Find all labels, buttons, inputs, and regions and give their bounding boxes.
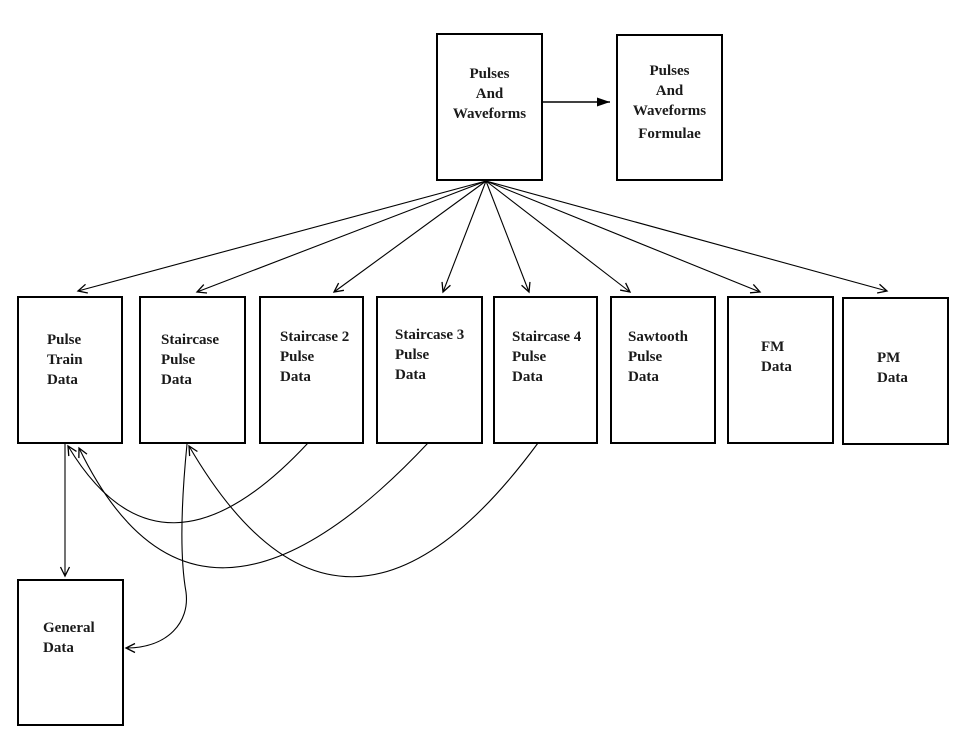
- node-staircase-3-pulse-data: Staircase 3 Pulse Data: [376, 296, 483, 444]
- node-label-line: General: [43, 620, 95, 636]
- fan-arrow-to-sawtooth: [485, 180, 632, 293]
- node-label-line: Train: [47, 352, 83, 368]
- node-label-line: Data: [761, 359, 792, 375]
- curve-staircase-to-general: [124, 443, 188, 654]
- node-label-line: Pulse: [512, 349, 547, 365]
- fan-arrow-to-pulse-train: [76, 180, 487, 294]
- node-label-line: Data: [512, 369, 543, 385]
- curve-staircase-4-to-staircase: [188, 442, 539, 578]
- node-staircase-4-pulse-data: Staircase 4 Pulse Data: [493, 296, 598, 444]
- fan-arrow-to-staircase-4: [485, 180, 531, 294]
- node-general-data: General Data: [17, 579, 124, 726]
- node-pm-data: PM Data: [842, 297, 949, 445]
- node-pulse-train-data: Pulse Train Data: [17, 296, 123, 444]
- node-staircase-pulse-data: Staircase Pulse Data: [139, 296, 246, 444]
- curve-staircase-3-to-pulse-train: [78, 442, 429, 569]
- node-label-line: Data: [877, 370, 908, 386]
- node-label-line: Staircase 4: [512, 329, 582, 345]
- node-pulses-and-waveforms: Pulses And Waveforms: [436, 33, 543, 181]
- node-label-line: Data: [47, 372, 78, 388]
- node-label-line: Pulse: [628, 349, 663, 365]
- node-label-line: Data: [628, 369, 659, 385]
- fan-arrow-to-staircase: [195, 180, 487, 294]
- fan-arrow-to-staircase-3: [441, 180, 487, 294]
- node-label-line: Staircase 2: [280, 329, 350, 345]
- node-label-line: Staircase: [161, 332, 220, 348]
- node-sawtooth-pulse-data: Sawtooth Pulse Data: [610, 296, 716, 444]
- node-label-line: FM: [761, 339, 785, 355]
- node-label-line: And: [655, 83, 684, 99]
- node-label-line: Formulae: [638, 126, 701, 142]
- node-label-line: Staircase 3: [395, 327, 465, 343]
- node-label-line: Data: [395, 367, 426, 383]
- node-staircase-2-pulse-data: Staircase 2 Pulse Data: [259, 296, 364, 444]
- node-fm-data: FM Data: [727, 296, 834, 444]
- node-label-line: Waveforms: [452, 106, 527, 122]
- node-label-line: Pulses: [649, 63, 690, 79]
- node-label-line: Pulse: [395, 347, 430, 363]
- node-label-line: Data: [43, 640, 74, 656]
- node-label-line: Data: [280, 369, 311, 385]
- node-label-line: Pulse: [280, 349, 315, 365]
- node-label-line: Pulse: [47, 332, 82, 348]
- node-label-line: PM: [877, 350, 901, 366]
- fan-arrow-to-fm: [485, 180, 762, 294]
- node-pulses-and-waveforms-formulae: Pulses And Waveforms Formulae: [616, 34, 723, 181]
- node-label-line: Pulse: [161, 352, 196, 368]
- node-label-line: Waveforms: [632, 103, 707, 119]
- node-label-line: Pulses: [469, 66, 510, 82]
- node-label-line: Sawtooth: [628, 329, 689, 345]
- fan-arrow-to-staircase-2: [332, 180, 487, 293]
- curve-staircase-2-to-pulse-train: [67, 442, 309, 524]
- node-label-line: Data: [161, 372, 192, 388]
- fan-arrow-to-pm: [485, 180, 889, 294]
- node-label-line: And: [475, 86, 504, 102]
